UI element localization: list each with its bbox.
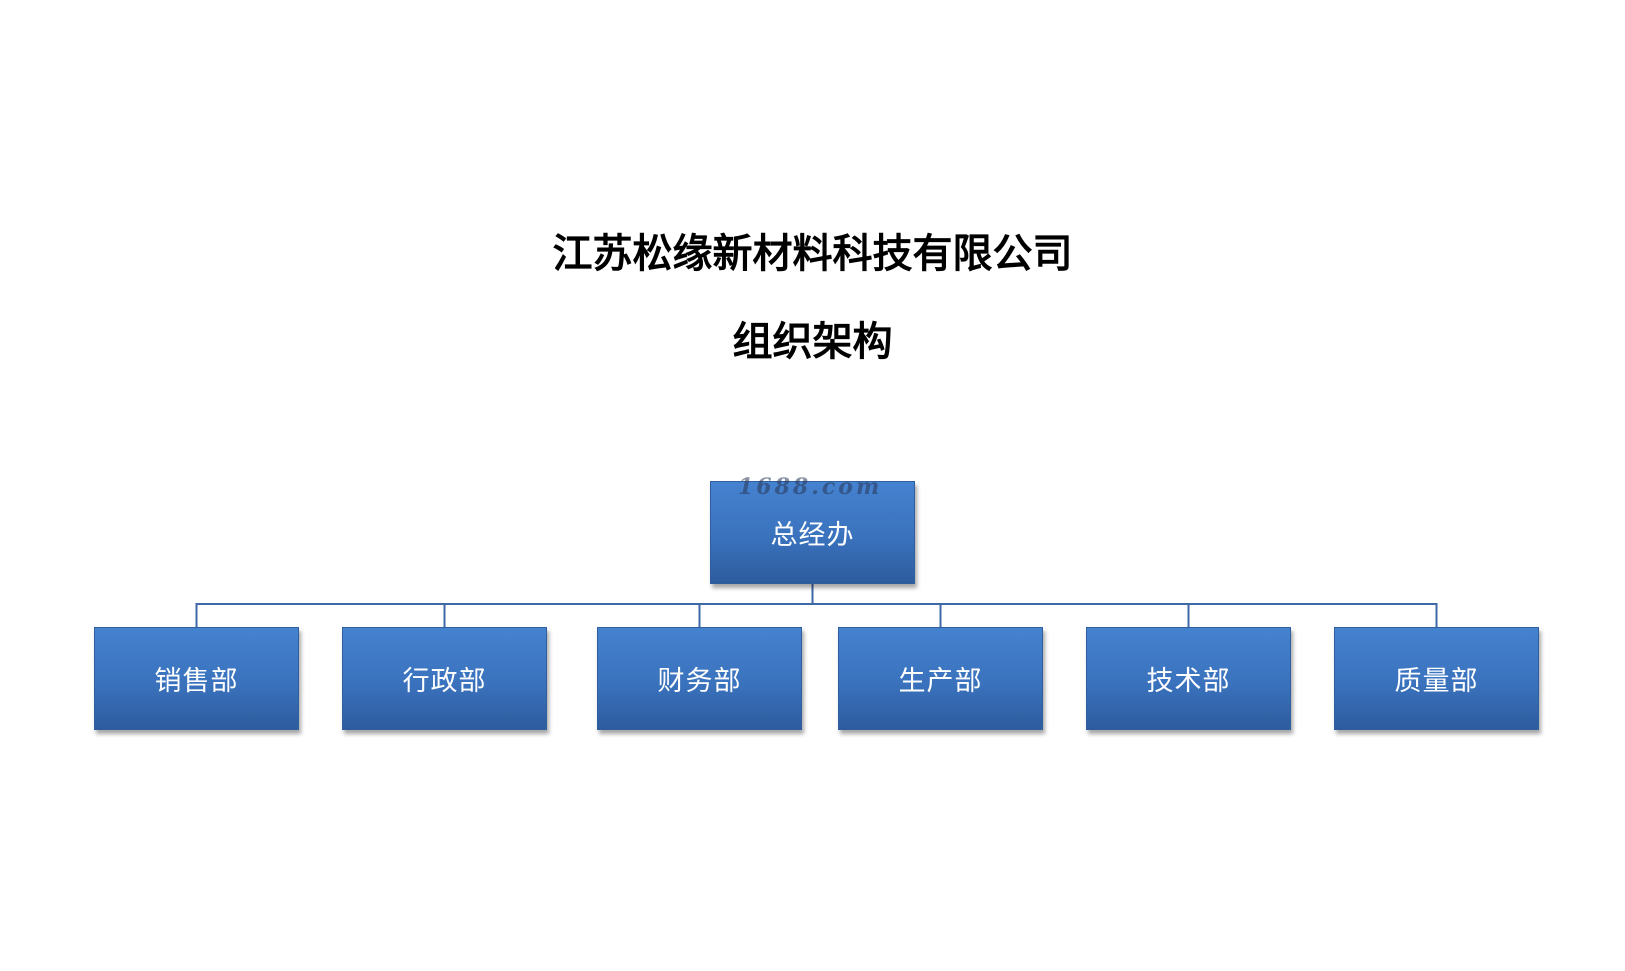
org-node-production: 生产部 <box>838 627 1043 730</box>
org-node-general-office: 总经办 <box>710 481 915 584</box>
org-node-admin: 行政部 <box>342 627 547 730</box>
org-node-technology: 技术部 <box>1086 627 1291 730</box>
org-node-finance: 财务部 <box>597 627 802 730</box>
org-node-sales: 销售部 <box>94 627 299 730</box>
company-name-title: 江苏松缘新材料科技有限公司 <box>552 231 1073 277</box>
watermark-1688: 1688.com <box>738 474 883 500</box>
org-chart-subtitle: 组织架构 <box>732 319 893 365</box>
org-node-quality: 质量部 <box>1334 627 1539 730</box>
